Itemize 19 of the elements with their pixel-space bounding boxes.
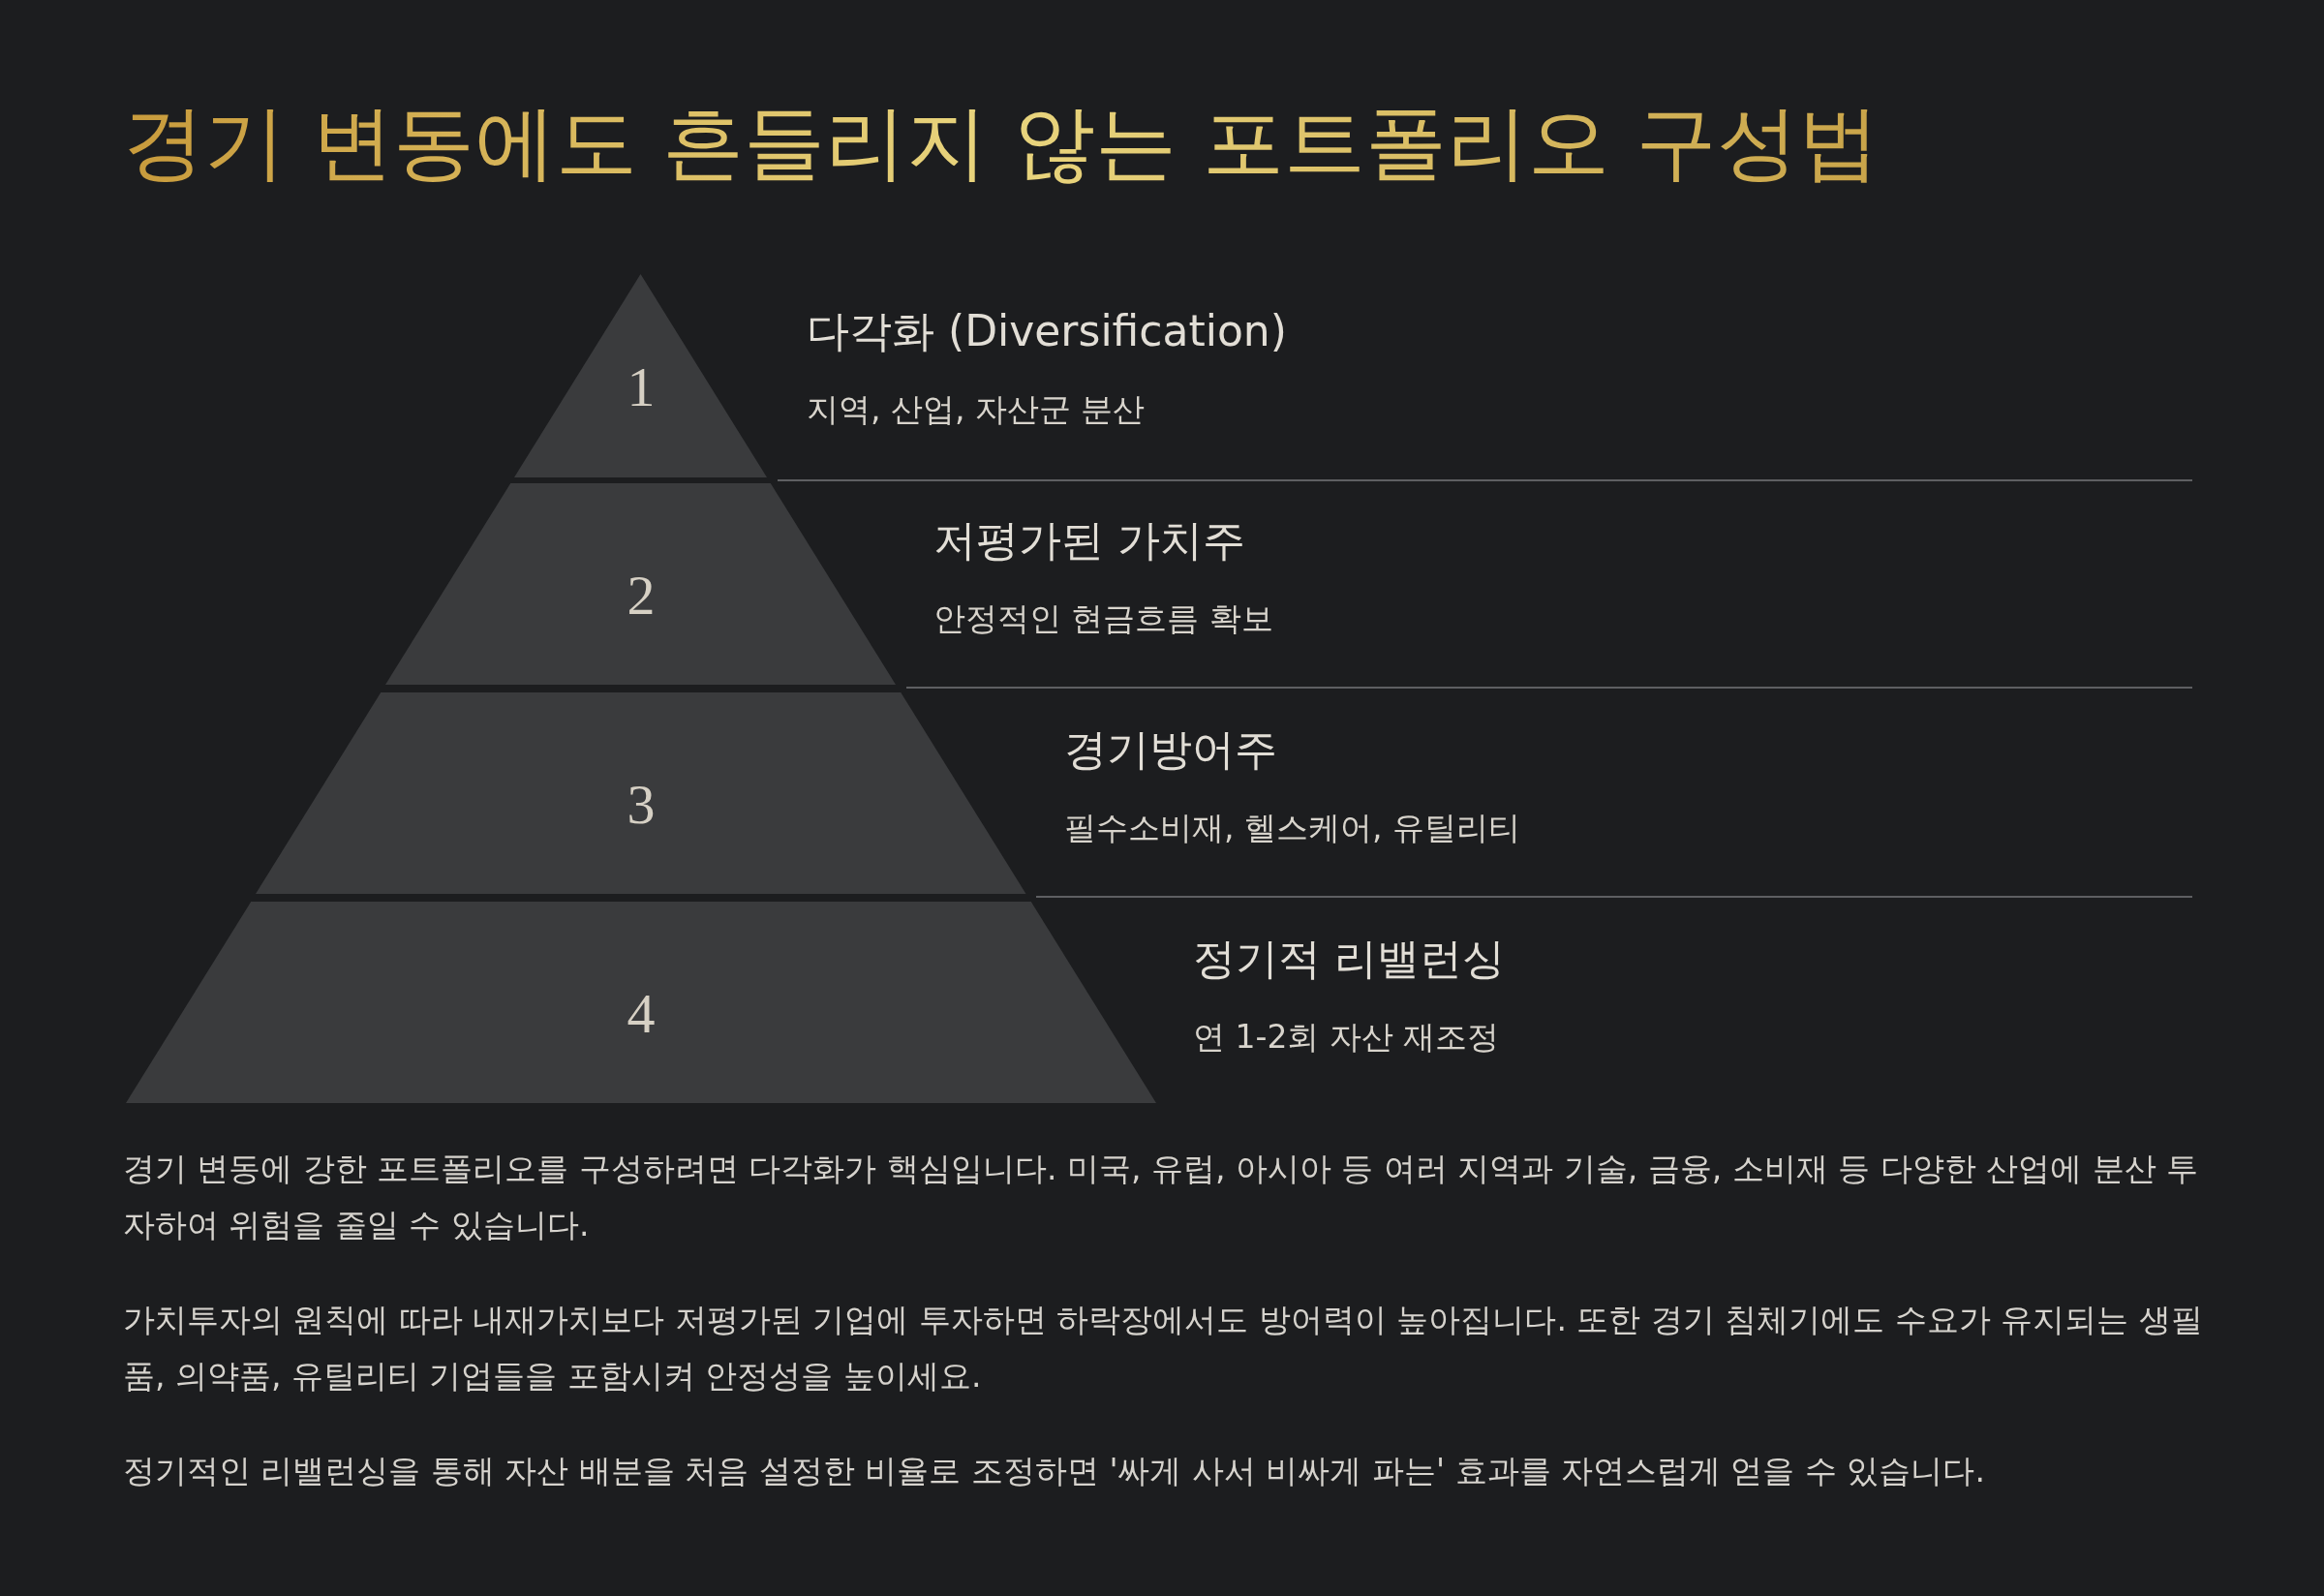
tier-heading: 정기적 리밸런싱 <box>1193 933 1505 985</box>
pyramid-tier <box>256 692 1026 894</box>
tier-number: 3 <box>627 774 656 836</box>
tier-description: 필수소비재, 헬스케어, 유틸리티 <box>1064 808 1520 848</box>
body-paragraph: 정기적인 리밸런싱을 통해 자산 배분을 처음 설정한 비율로 조정하면 '싸게 사서 비싸게 파는' 효과를 자연스럽게 얻을 수 있습니다. <box>123 1451 1986 1491</box>
pyramid-tier <box>514 274 768 477</box>
body-paragraph: 가치투자의 원칙에 따라 내재가치보다 저평가된 기업에 투자하면 하락장에서도 방어력이 높아집니다. 또한 경기 침체기에도 수요가 유지되는 생필품, 의약품, 유틸리티 기업들을 포함시켜 안정성을 높이세요. <box>123 1300 2204 1396</box>
tier-number: 2 <box>627 565 656 627</box>
body-paragraph: 경기 변동에 강한 포트폴리오를 구성하려면 다각화가 핵심입니다. 미국, 유럽, 아시아 등 여러 지역과 기술, 금융, 소비재 등 다양한 산업에 분산 투자하여 위험을 줄일 수 있습니다. <box>123 1149 2200 1245</box>
tier-number: 1 <box>627 356 656 418</box>
tier-description: 지역, 산업, 자산군 분산 <box>807 389 1146 430</box>
tier-heading: 경기방어주 <box>1064 723 1277 776</box>
pyramid-tier <box>126 902 1156 1103</box>
tier-description: 연 1-2회 자산 재조정 <box>1193 1017 1500 1058</box>
pyramid-tier <box>385 483 897 685</box>
tier-number: 4 <box>627 983 656 1045</box>
tier-description: 안정적인 현금흐름 확보 <box>933 598 1273 639</box>
tier-heading: 저평가된 가치주 <box>933 514 1245 567</box>
tier-heading: 다각화 (Diversification) <box>807 305 1287 357</box>
